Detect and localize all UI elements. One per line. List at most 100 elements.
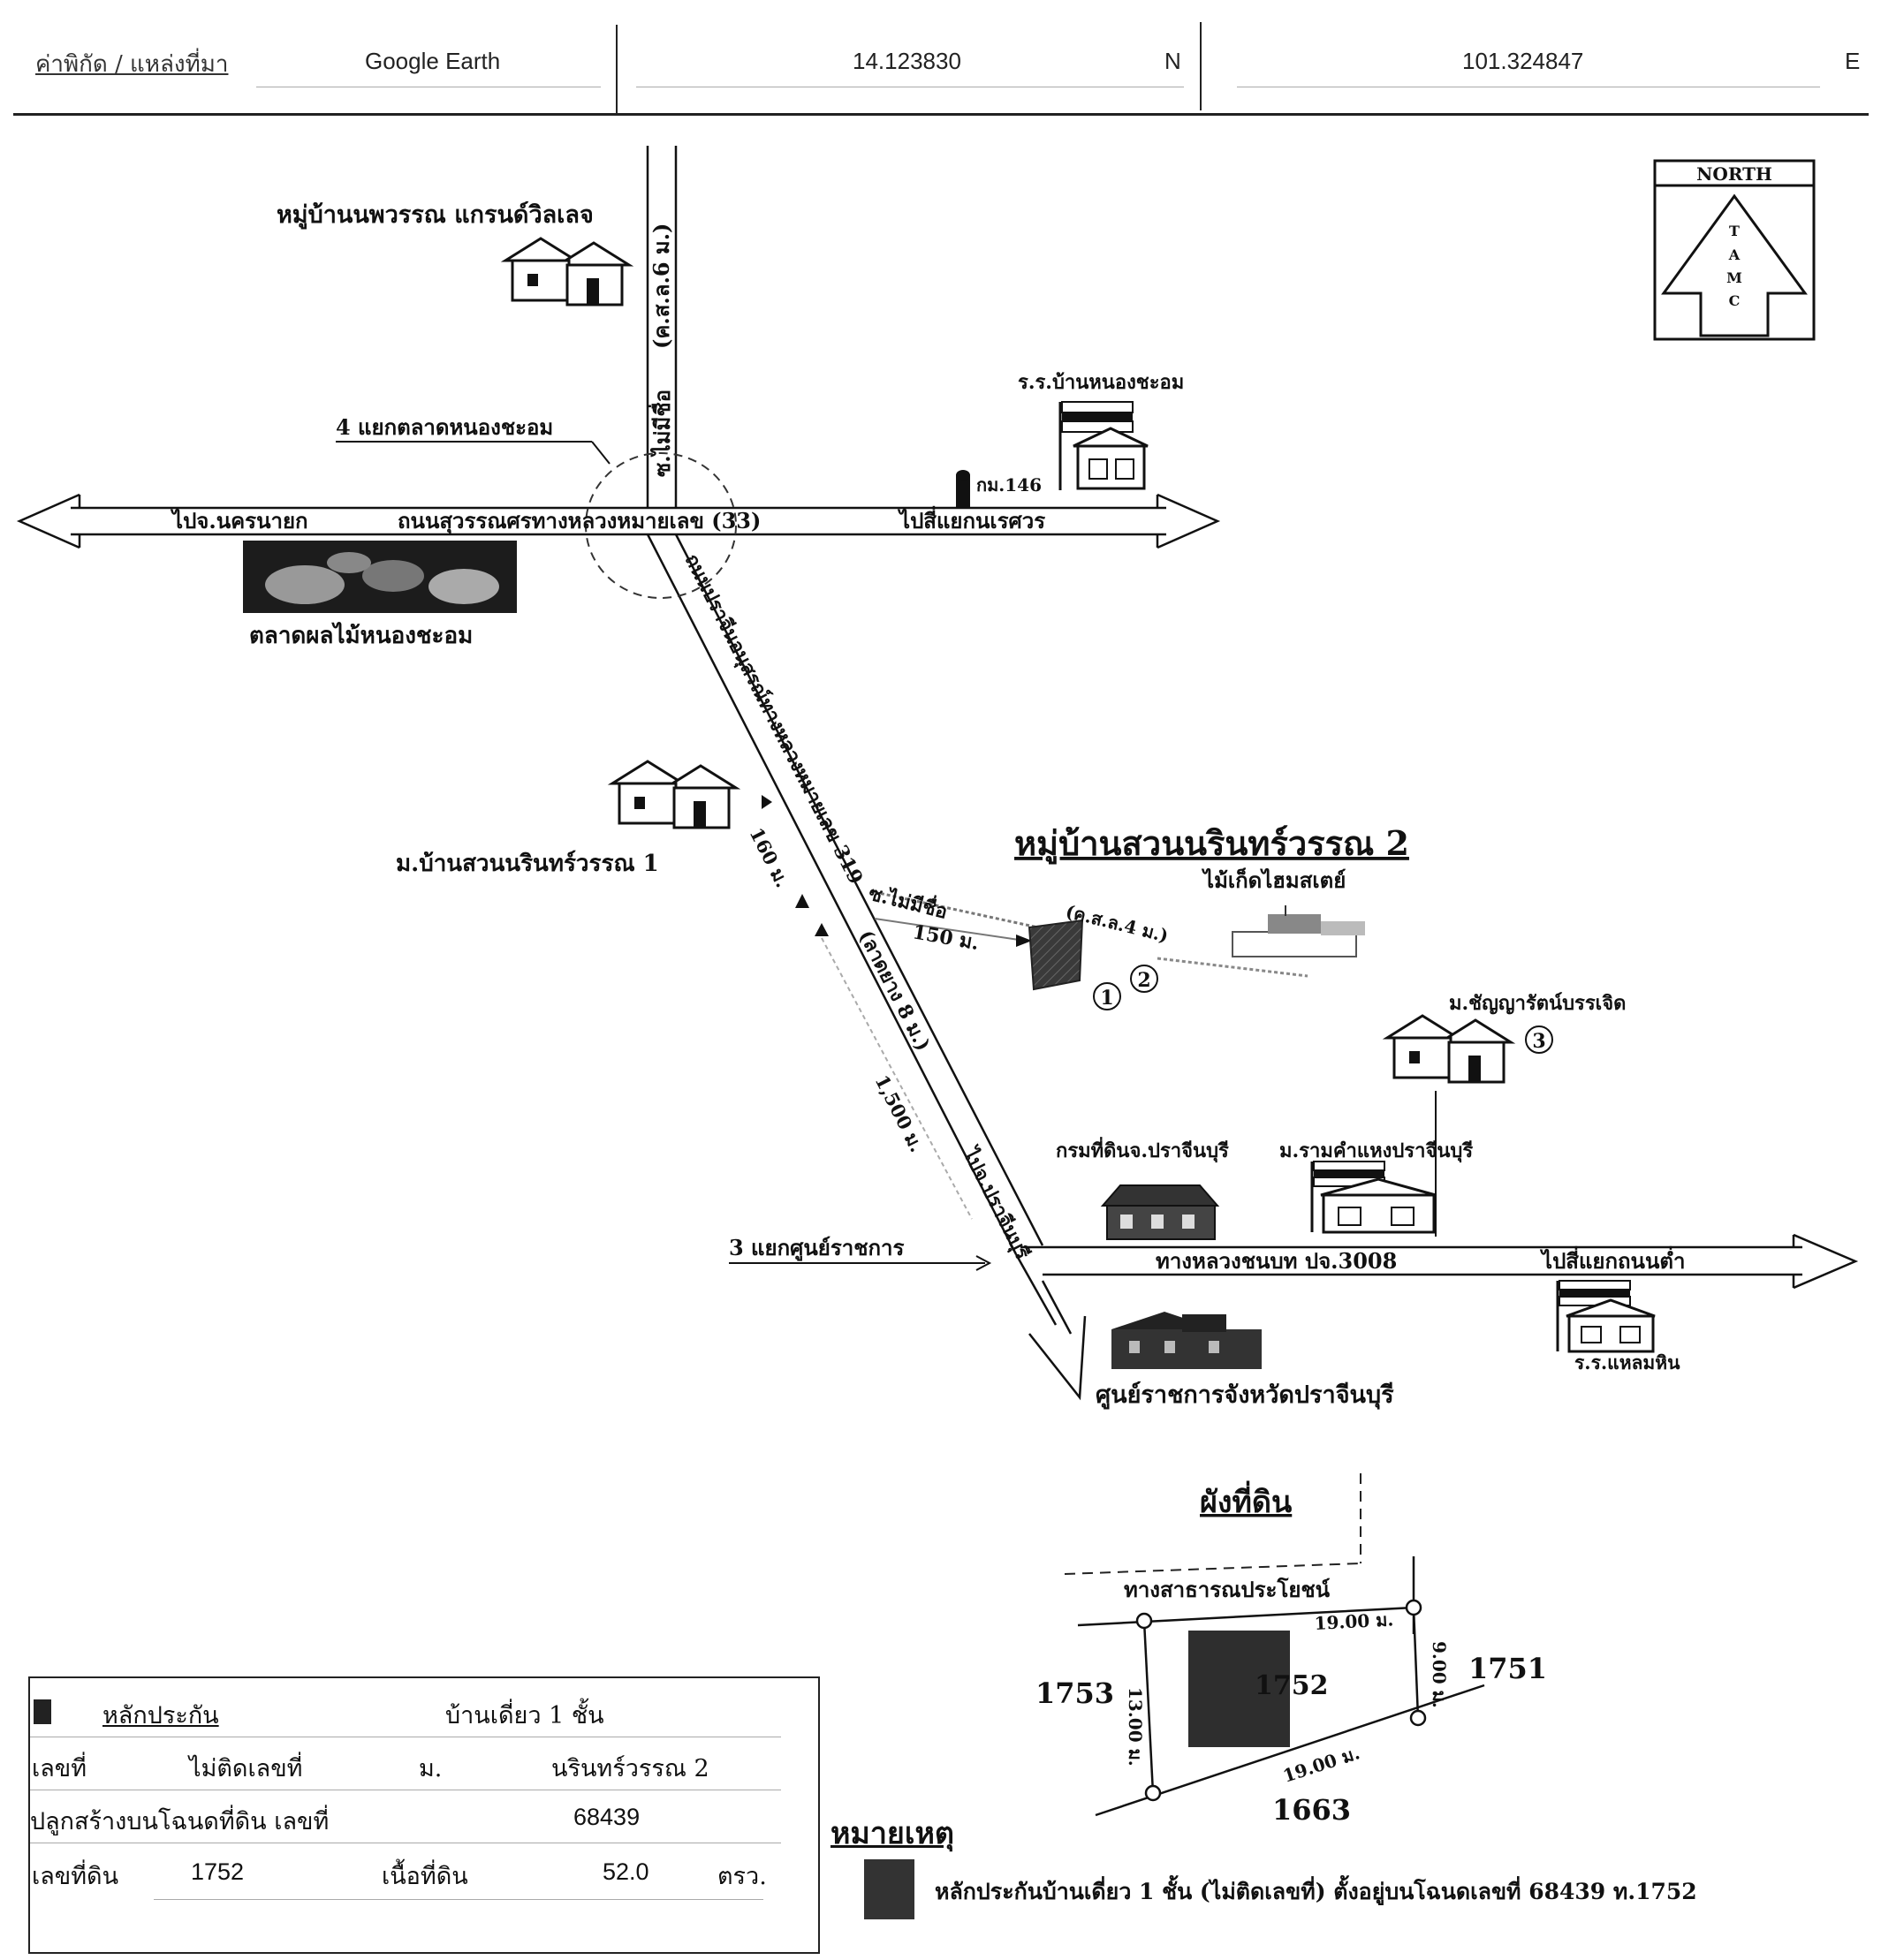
intersection-circle bbox=[585, 452, 737, 599]
land-plan-right-parcel: 1751 bbox=[1468, 1652, 1547, 1685]
area-unit: ตรว. bbox=[717, 1863, 767, 1890]
house-no-label: เลขที่ bbox=[32, 1755, 87, 1782]
school-icon-ramkhamhaeng bbox=[1310, 1161, 1437, 1234]
label-to-left: ไปจ.นครนายก bbox=[170, 508, 308, 534]
rural-road-3008 bbox=[1020, 1233, 1859, 1290]
header-divider-1 bbox=[616, 25, 618, 113]
label-hw319-lanes: (ลาดยาง 8 ม.) bbox=[854, 927, 935, 1055]
latitude-value: 14.123830 bbox=[853, 48, 961, 74]
label-km-marker: กม.146 bbox=[976, 474, 1042, 496]
deed-label: ปลูกสร้างบนโฉนดที่ดิน เลขที่ bbox=[30, 1808, 330, 1835]
label-soi-width: (ค.ส.ล.6 ม.) bbox=[648, 223, 674, 349]
label-highway-319: ถนนปราจีนอนุสรณ์ทางหลวงหมายเลข 319 bbox=[679, 550, 868, 889]
land-plan-left-dim: 13.00 ม. bbox=[1125, 1687, 1146, 1767]
homestay-icon bbox=[1232, 905, 1365, 957]
label-land-dept: กรมที่ดินจ.ปราจีนบุรี bbox=[1056, 1136, 1229, 1163]
legend-text: หลักประกันบ้านเดี่ยว 1 ชั้น (ไม่ติดเลขที… bbox=[935, 1879, 1697, 1904]
land-plan-parcel: 1752 bbox=[1255, 1670, 1329, 1701]
label-bike-shop: ไม้เก็ดไฮมสเตย์ bbox=[1201, 867, 1346, 893]
north-compass-icon: NORTH T A M C bbox=[1653, 159, 1816, 341]
svg-text:2: 2 bbox=[1137, 969, 1150, 992]
house-icon-village-3 bbox=[1382, 1014, 1516, 1084]
land-plan-right-dim: 9.00 ม. bbox=[1429, 1641, 1450, 1708]
label-to-right-top: ไปสี่แยกนเรศวร bbox=[897, 505, 1045, 534]
land-plan-bottom-parcel: 1663 bbox=[1272, 1793, 1351, 1827]
label-intersection-3: 3 แยกศูนย์ราชการ bbox=[729, 1235, 904, 1261]
latitude-dir: N bbox=[1164, 48, 1181, 74]
school-icon-top bbox=[1058, 401, 1149, 490]
coord-label: ค่าพิกัด / แหล่งที่มา bbox=[35, 51, 229, 78]
area-label: เนื้อที่ดิน bbox=[382, 1863, 468, 1890]
collateral-info-box: หลักประกัน บ้านเดี่ยว 1 ชั้น เลขที่ ไม่ต… bbox=[28, 1676, 820, 1954]
building-icon-gov-center bbox=[1111, 1312, 1262, 1369]
svg-text:C: C bbox=[1729, 292, 1741, 309]
label-village-1: ม.บ้านสวนนรินทร์วรรณ 1 bbox=[396, 850, 659, 877]
label-to-right-bottom: ไปสี่แยกถนนต่ำ bbox=[1539, 1245, 1685, 1274]
plot-marker bbox=[1028, 919, 1084, 991]
svg-text:A: A bbox=[1728, 246, 1741, 263]
label-gov-center: ศูนย์ราชการจังหวัดปราจีนบุรี bbox=[1096, 1381, 1394, 1410]
info-row4-line bbox=[154, 1899, 763, 1900]
svg-text:M: M bbox=[1726, 269, 1742, 286]
svg-text:3: 3 bbox=[1532, 1030, 1545, 1053]
header-bar: ค่าพิกัด / แหล่งที่มา Google Earth 14.12… bbox=[0, 0, 1881, 119]
label-ramkhamhaeng: ม.รามคำแหงปราจีนบุรี bbox=[1279, 1139, 1473, 1163]
header-rule bbox=[13, 113, 1869, 116]
area-value: 52.0 bbox=[603, 1858, 649, 1885]
svg-text:1: 1 bbox=[1100, 987, 1113, 1010]
deed-value: 68439 bbox=[573, 1804, 641, 1830]
soi-to-plot bbox=[874, 890, 1308, 978]
land-plan-title: ผังที่ดิน bbox=[1200, 1480, 1292, 1520]
label-village-3: ม.ชัญญารัตน์บรรเจิด bbox=[1449, 992, 1626, 1015]
label-school-bottom: ร.ร.แหลมหิน bbox=[1574, 1351, 1680, 1374]
distance-markers bbox=[762, 795, 973, 1220]
house-no-value: ไม่ติดเลขที่ bbox=[189, 1755, 303, 1782]
marker-2: 2 bbox=[1130, 965, 1158, 993]
land-no-value: 1752 bbox=[191, 1858, 245, 1885]
label-village-top: หมู่บ้านนพวรรณ แกรนด์วิลเลจ bbox=[277, 201, 594, 230]
svg-text:NORTH: NORTH bbox=[1696, 163, 1772, 185]
label-to-prachin: ไปจ.ปราจีนบุรี bbox=[957, 1143, 1035, 1264]
marker-1: 1 bbox=[1093, 982, 1121, 1010]
label-rural-road: ทางหลวงชนบท ปจ.3008 bbox=[1156, 1248, 1397, 1274]
marker-3: 3 bbox=[1525, 1025, 1553, 1054]
highway-319-road bbox=[646, 534, 1087, 1401]
land-plan-left-parcel: 1753 bbox=[1035, 1676, 1114, 1710]
km-marker-icon bbox=[956, 470, 970, 508]
soi-vertical-road bbox=[646, 146, 678, 508]
fruit-market-image bbox=[243, 541, 517, 613]
school-icon-bottom bbox=[1556, 1280, 1656, 1353]
header-divider-2 bbox=[1200, 22, 1202, 110]
house-icon-village-1 bbox=[607, 760, 741, 829]
label-soi-2: ซ.ไม่มีชื่อ bbox=[867, 879, 951, 924]
land-plan: ผังที่ดิน ทางสาธารณประโยชน์ 1752 1753 17… bbox=[1035, 1473, 1547, 1827]
building-icon-land-dept bbox=[1100, 1184, 1220, 1240]
label-intersection-4: 4 แยกตลาดหนองชะอม bbox=[336, 414, 553, 440]
collateral-type: บ้านเดี่ยว 1 ชั้น bbox=[445, 1702, 604, 1729]
label-school-top: ร.ร.บ้านหนองชะอม bbox=[1018, 371, 1184, 394]
collateral-marker bbox=[34, 1699, 51, 1724]
label-dist-1500: 1,500 ม. bbox=[871, 1071, 929, 1155]
pointer-lines bbox=[336, 441, 1437, 1271]
svg-text:T: T bbox=[1729, 223, 1740, 239]
longitude-dir: E bbox=[1845, 48, 1861, 74]
label-fruit-market: ตลาดผลไม้หนองชะอม bbox=[249, 621, 473, 649]
coord-source: Google Earth bbox=[365, 48, 501, 74]
land-plan-road: ทางสาธารณประโยชน์ bbox=[1124, 1577, 1331, 1602]
legend-title: หมายเหตุ bbox=[831, 1816, 954, 1851]
label-dist-150: 150 ม. bbox=[911, 920, 981, 955]
land-no-label: เลขที่ดิน bbox=[32, 1863, 119, 1890]
village-value: นรินทร์วรรณ 2 bbox=[551, 1755, 709, 1782]
label-dist-160: 160 ม. bbox=[746, 824, 794, 891]
village-label: ม. bbox=[419, 1755, 443, 1782]
label-village-2: หมู่บ้านสวนนรินทร์วรรณ 2 bbox=[1014, 823, 1409, 865]
collateral-label: หลักประกัน bbox=[102, 1702, 219, 1729]
label-soi-name: ซ.ไม่มีชื่อ bbox=[647, 390, 675, 477]
longitude-value: 101.324847 bbox=[1462, 48, 1584, 74]
house-icon-village-top bbox=[500, 237, 634, 306]
land-plan-building bbox=[1188, 1631, 1290, 1747]
label-highway-33: ถนนสุวรรณศรทางหลวงหมายเลข (33) bbox=[398, 508, 761, 535]
legend-swatch bbox=[864, 1859, 914, 1919]
land-plan-top-dim: 19.00 ม. bbox=[1314, 1608, 1394, 1634]
